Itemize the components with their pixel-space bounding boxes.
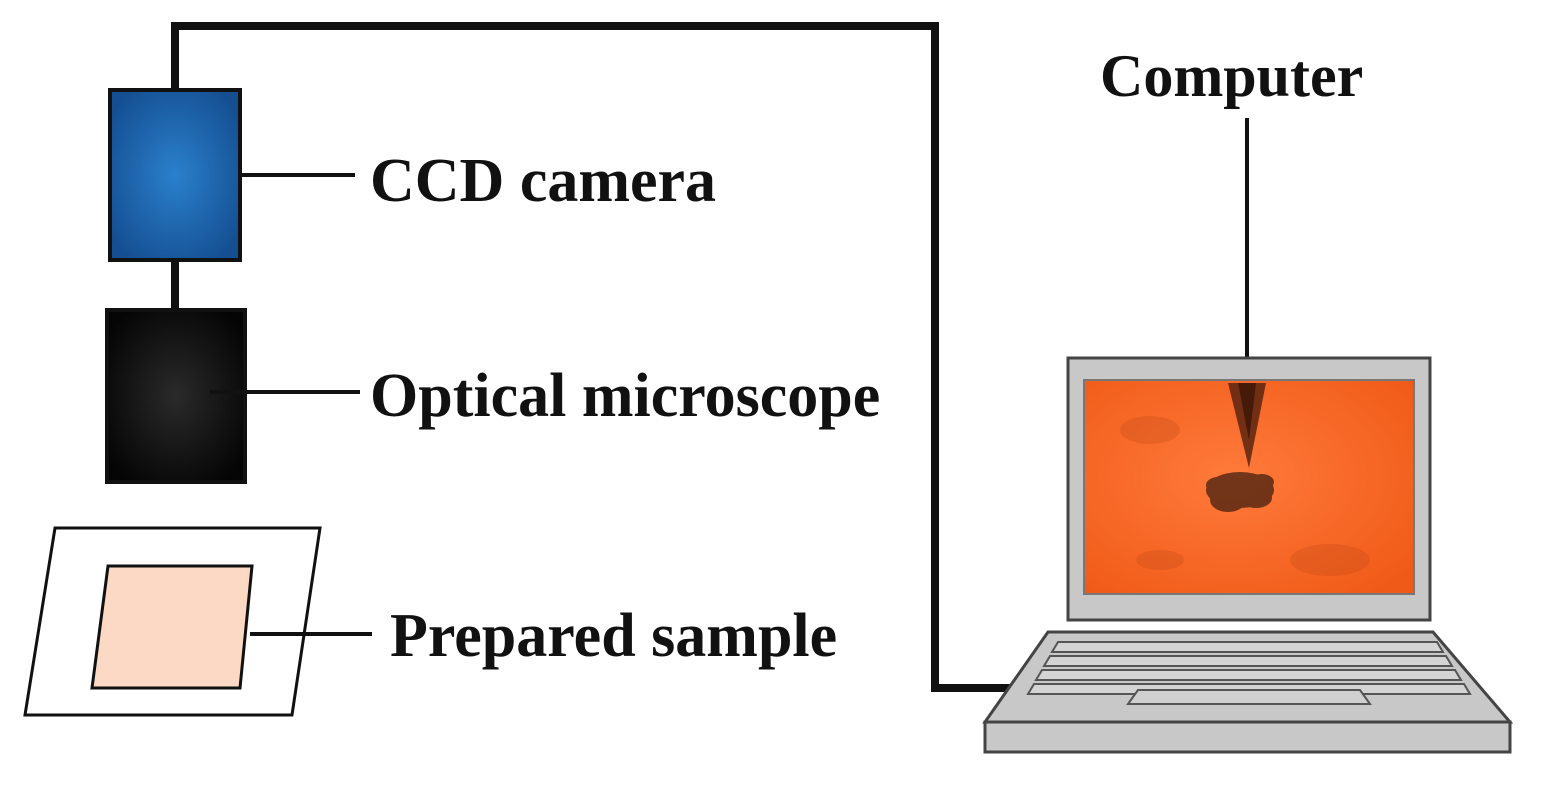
- microscope-box: [105, 308, 247, 484]
- sample-square: [90, 564, 254, 690]
- computer-label: Computer: [1100, 43, 1364, 109]
- dendrite-blob: [1206, 472, 1274, 512]
- connection-cable: [171, 22, 1020, 692]
- prepared-sample-label: Prepared sample: [390, 602, 838, 670]
- optical-microscope-label: Optical microscope: [370, 362, 881, 430]
- laptop-touchpad: [1126, 689, 1372, 705]
- ccd-camera-label: CCD camera: [370, 147, 717, 215]
- ccd-camera-box: [108, 88, 242, 262]
- laptop-icon: [982, 356, 1514, 754]
